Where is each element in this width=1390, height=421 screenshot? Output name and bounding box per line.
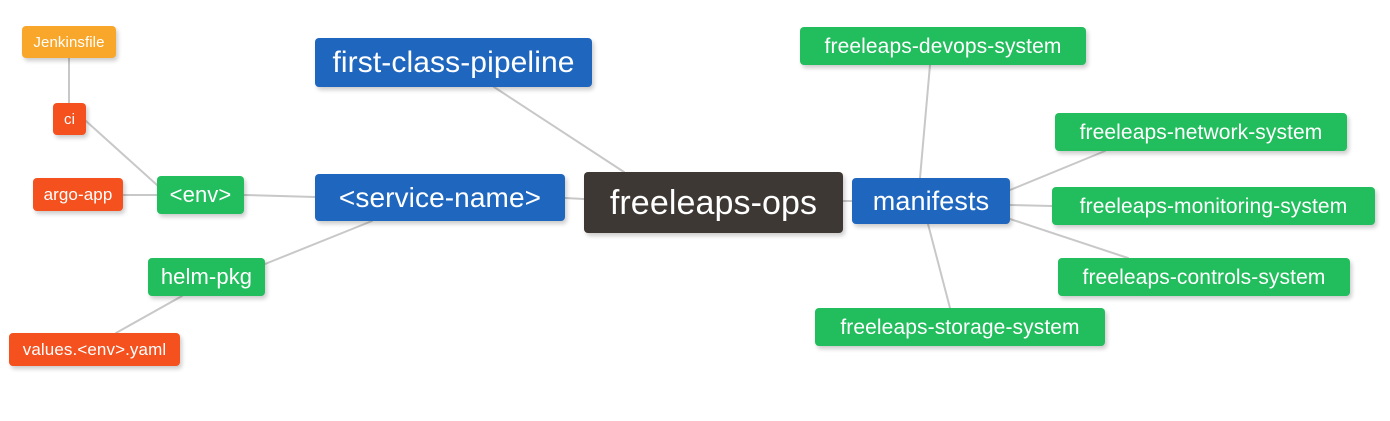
edge-manifests-network bbox=[1009, 150, 1106, 191]
edge-manifests-controls bbox=[1009, 218, 1129, 259]
node-env[interactable]: <env> bbox=[157, 176, 244, 214]
node-argo-app[interactable]: argo-app bbox=[33, 178, 123, 211]
edge-firstclass-ops bbox=[493, 86, 625, 173]
node-service-name[interactable]: <service-name> bbox=[315, 174, 565, 221]
node-freeleaps-devops-system[interactable]: freeleaps-devops-system bbox=[800, 27, 1086, 65]
edge-helmpkg-servicename bbox=[264, 220, 373, 265]
edge-valuesyaml-helmpkg bbox=[115, 295, 183, 334]
node-freeleaps-network-system[interactable]: freeleaps-network-system bbox=[1055, 113, 1347, 151]
edge-env-servicename bbox=[243, 194, 316, 198]
edge-ci-env bbox=[85, 120, 158, 186]
node-ci[interactable]: ci bbox=[53, 103, 86, 135]
node-freeleaps-storage-system[interactable]: freeleaps-storage-system bbox=[815, 308, 1105, 346]
node-values-yaml[interactable]: values.<env>.yaml bbox=[9, 333, 180, 366]
node-freeleaps-controls-system[interactable]: freeleaps-controls-system bbox=[1058, 258, 1350, 296]
edge-servicename-ops bbox=[564, 197, 585, 200]
node-first-class-pipeline[interactable]: first-class-pipeline bbox=[315, 38, 592, 87]
node-jenkinsfile[interactable]: Jenkinsfile bbox=[22, 26, 116, 58]
edge-manifests-monitoring bbox=[1009, 204, 1053, 207]
node-manifests[interactable]: manifests bbox=[852, 178, 1010, 224]
node-freeleaps-ops[interactable]: freeleaps-ops bbox=[584, 172, 843, 233]
node-helm-pkg[interactable]: helm-pkg bbox=[148, 258, 265, 296]
edge-manifests-devops bbox=[919, 64, 931, 179]
edge-manifests-storage bbox=[927, 223, 951, 309]
node-freeleaps-monitoring-system[interactable]: freeleaps-monitoring-system bbox=[1052, 187, 1375, 225]
